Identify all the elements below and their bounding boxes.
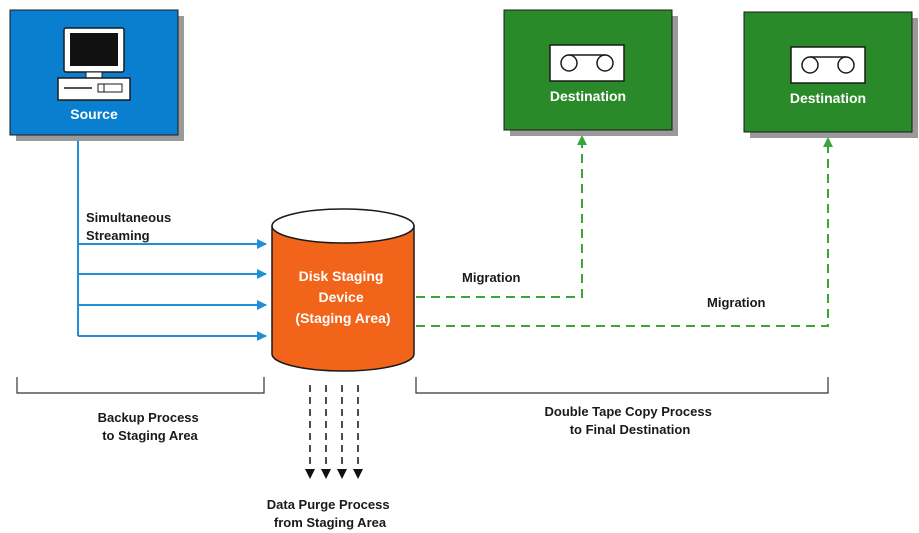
streaming-label: Simultaneous Streaming	[86, 210, 175, 243]
tape-drive-icon	[790, 46, 866, 84]
migration-line-1	[416, 135, 587, 298]
cylinder-top	[271, 208, 415, 244]
backup-process-label: Backup Process to Staging Area	[98, 410, 203, 443]
destination-1-label: Destination	[550, 88, 626, 104]
cylinder-body	[271, 225, 415, 372]
staging-label: Disk Staging Device (Staging Area)	[295, 268, 390, 326]
purge-label: Data Purge Process from Staging Area	[267, 497, 393, 530]
source-node: Source	[9, 9, 184, 141]
destination-node-2: Destination	[743, 11, 918, 138]
computer-icon	[57, 27, 131, 101]
copy-bracket	[415, 377, 829, 394]
migration-label-1: Migration	[462, 270, 521, 285]
migration-connectors	[416, 135, 833, 327]
copy-process-label: Double Tape Copy Process to Final Destin…	[545, 404, 716, 437]
migration-line-2	[416, 137, 833, 327]
streaming-connectors	[77, 141, 267, 341]
purge-connectors	[305, 385, 363, 479]
tape-drive-icon	[549, 44, 625, 82]
backup-bracket	[16, 377, 265, 394]
source-label: Source	[70, 106, 118, 122]
destination-node-1: Destination	[503, 9, 678, 136]
destination-2-label: Destination	[790, 90, 866, 106]
disk-staging-device: Disk Staging Device (Staging Area)	[271, 208, 415, 372]
migration-label-2: Migration	[707, 295, 766, 310]
